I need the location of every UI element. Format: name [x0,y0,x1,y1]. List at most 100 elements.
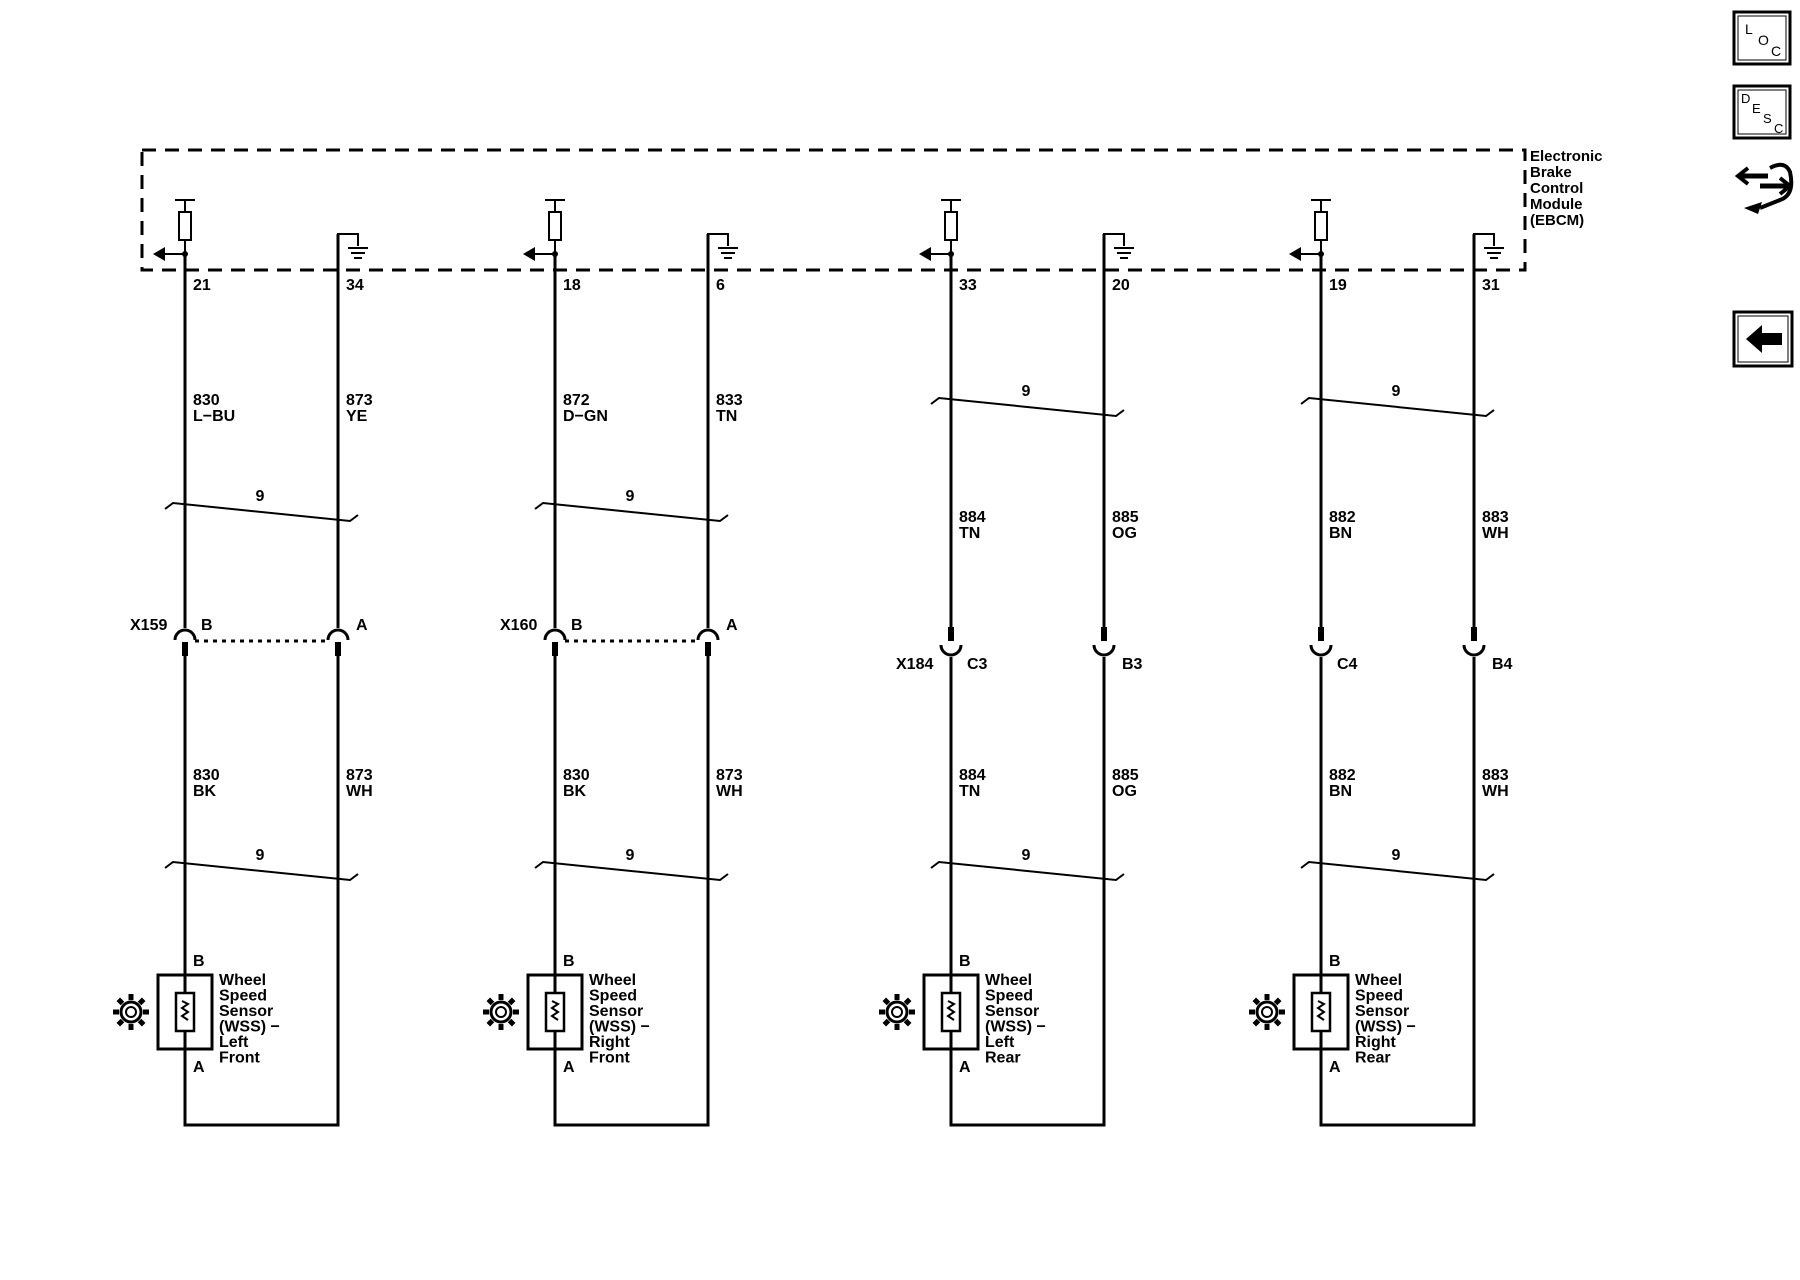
loc-button[interactable]: L O C [1732,10,1792,66]
tone-wheel-gear-icon [1249,994,1285,1030]
top-twisted-pair: 9 [1300,383,1495,418]
twisted-pair-line [930,396,1125,418]
bottom-signal-color: TN [959,783,980,800]
connector-female-terminal [326,628,350,641]
sensor-label-line: Sensor [985,1003,1039,1020]
desc-letter-d: D [1741,91,1750,106]
sensor-label-line: Rear [1355,1050,1391,1067]
sensor-label-line: (WSS) − [1355,1019,1416,1036]
loc-letter-l: L [1745,21,1753,37]
connector-male-terminal [1101,627,1107,641]
bottom-low-color: WH [716,783,743,800]
low-cavity: A [726,617,738,634]
sensor-label-line: Wheel [589,972,636,989]
bottom-low-circuit: 873 [716,767,743,784]
sensor-label-line: (WSS) − [219,1019,280,1036]
back-arrow-icon [1746,325,1782,353]
bottom-low-color: WH [346,783,373,800]
bottom-twisted-pair: 9 [164,847,359,882]
sensor-pin-a: A [1329,1059,1341,1076]
top-signal-color: L−BU [193,408,235,425]
bottom-signal-color: BK [193,783,217,800]
signal-cavity: C4 [1337,656,1358,673]
desc-button[interactable]: D E S C [1732,84,1792,140]
sensor-element-icon [544,991,566,1033]
back-button[interactable] [1732,310,1794,368]
top-signal-color: D−GN [563,408,608,425]
top-signal-color: TN [959,525,980,542]
ebcm-signal-pin: 21 [193,277,211,294]
sensor-pin-b: B [959,953,971,970]
sensor-pin-b: B [1329,953,1341,970]
module-name-line-3: Control [1530,180,1583,197]
signal-arrow-icon [919,247,931,261]
bottom-low-circuit: 885 [1112,767,1139,784]
signal-arrow-icon [523,247,535,261]
desc-letter-s: S [1763,111,1772,126]
connector-male-terminal [552,642,558,656]
sensor-coil-icon [180,1000,190,1021]
low-cavity: B3 [1122,656,1143,673]
ebcm-low-pin: 20 [1112,277,1130,294]
sensor-wire-loop [553,652,710,1127]
sensor-label-line: Rear [985,1050,1021,1067]
signal-arrow-icon [1289,247,1301,261]
sensor-pin-a: A [563,1059,575,1076]
bottom-twisted-pair: 9 [1300,847,1495,882]
ebcm-signal-pin: 33 [959,277,977,294]
bottom-low-color: OG [1112,783,1137,800]
top-signal-circuit: 882 [1329,509,1356,526]
top-low-circuit: 833 [716,392,743,409]
sensor-label-line: (WSS) − [985,1019,1046,1036]
desc-letter-c: C [1774,121,1783,136]
loc-letter-o: O [1758,32,1769,48]
connector-male-terminal [1471,627,1477,641]
ebcm-module-boundary [140,148,1527,272]
top-low-circuit: 885 [1112,509,1139,526]
tone-wheel-gear-icon [113,994,149,1030]
pull-up-resistor [178,211,192,241]
twisted-pair-count: 9 [626,488,635,505]
sensor-label-line: Speed [1355,988,1403,1005]
top-low-circuit: 873 [346,392,373,409]
sensor-pin-b: B [563,953,575,970]
bottom-signal-color: BK [563,783,587,800]
top-low-color: OG [1112,525,1137,542]
twisted-pair-count: 9 [1392,383,1401,400]
top-signal-circuit: 830 [193,392,220,409]
twisted-pair-line [930,860,1125,882]
connector-end-view-icon[interactable] [1734,162,1794,214]
twisted-pair-count: 9 [1392,847,1401,864]
top-signal-circuit: 884 [959,509,986,526]
sensor-label-line: (WSS) − [589,1019,650,1036]
bottom-signal-circuit: 884 [959,767,986,784]
connector-male-terminal [948,627,954,641]
sensor-label-line: Speed [589,988,637,1005]
top-signal-circuit: 872 [563,392,590,409]
connector-female-terminal [1462,644,1486,657]
sensor-wire-loop [1319,657,1476,1127]
twisted-pair-count: 9 [1022,847,1031,864]
sensor-label-line: Left [219,1034,249,1051]
connector-female-terminal [543,628,567,641]
twisted-pair-line [534,501,729,523]
top-twisted-pair: 9 [164,488,359,523]
twisted-pair-line [1300,860,1495,882]
connector-female-terminal [1309,644,1333,657]
sensor-label-line: Right [589,1034,631,1051]
pull-up-resistor [548,211,562,241]
sensor-label-line: Wheel [219,972,266,989]
sensor-label-line: Wheel [985,972,1032,989]
top-signal-color: BN [1329,525,1352,542]
low-cavity: B4 [1492,656,1513,673]
sensor-coil-icon [550,1000,560,1021]
bottom-signal-circuit: 830 [563,767,590,784]
twisted-pair-count: 9 [626,847,635,864]
connector-male-terminal [182,642,188,656]
twisted-pair-line [1300,396,1495,418]
top-low-color: YE [346,408,368,425]
